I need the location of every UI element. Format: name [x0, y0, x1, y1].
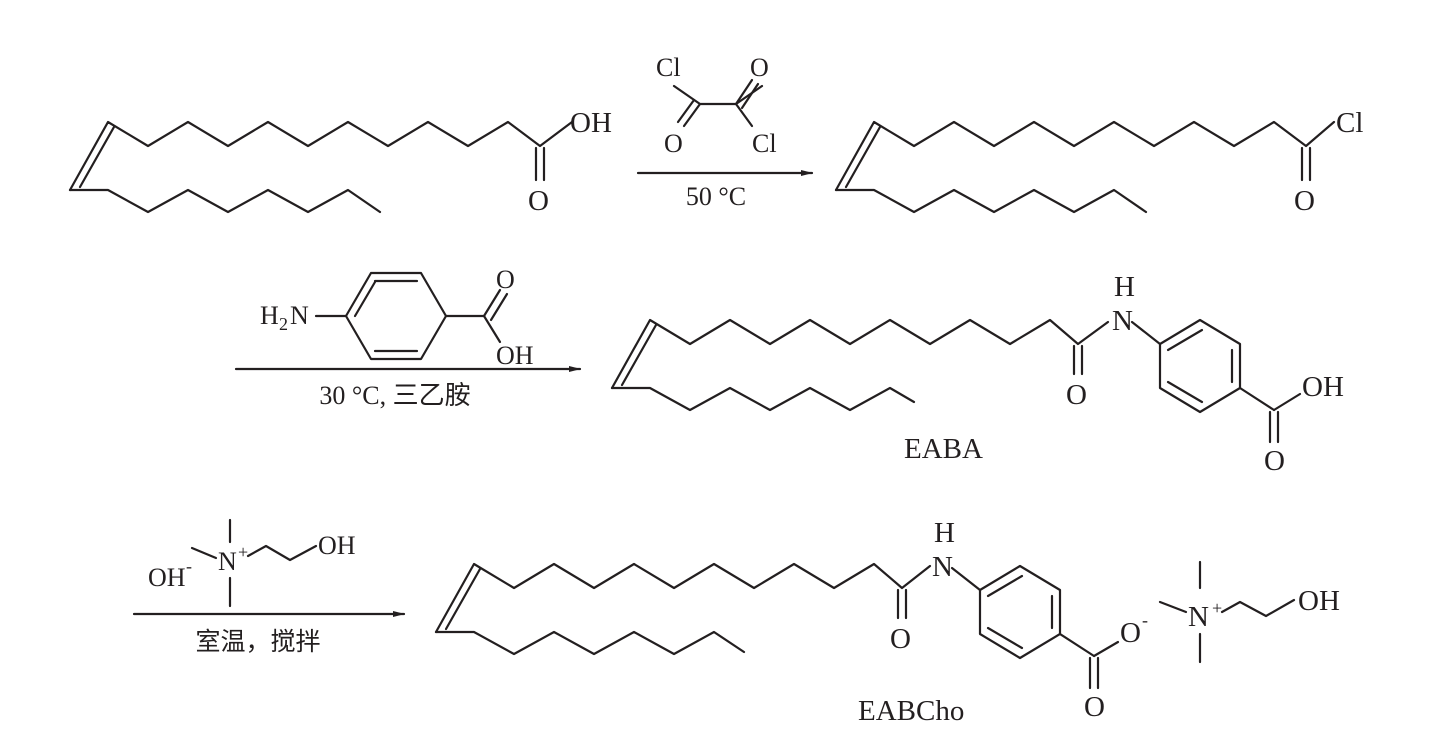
erucic-acid-oh-label: OH: [570, 107, 612, 139]
eaba-upper-chain: [610, 318, 1110, 390]
aminobenzoic-acid-ring: [344, 271, 448, 361]
eaba-cis-double-bond: [620, 323, 658, 387]
eabcho-c-o-bond: [1092, 640, 1120, 658]
choline-hydroxide-n-label: N: [218, 547, 237, 576]
eabcho-amide-o-label: O: [890, 623, 911, 655]
oxalyl-chloride-carbonyl: [682, 102, 702, 128]
aminobenzoic-acid-n-label: N: [290, 301, 309, 330]
eabcho-carboxylate-charge: -: [1142, 610, 1148, 630]
step3-condition: 室温，搅拌: [195, 627, 320, 656]
eabcho-cation-ethanol-chain: [1220, 598, 1296, 618]
eaba-compound-label: EABA: [904, 433, 983, 465]
aminobenzoic-acid-structure: H 2 N O OH: [260, 265, 534, 370]
eabcho-cation-oh-label: OH: [1298, 585, 1340, 617]
eaba-structure: O H N OH O EABA: [610, 271, 1344, 477]
eaba-nh-h-label: H: [1114, 271, 1135, 303]
erucic-acid-structure: OH O: [68, 107, 612, 217]
oxalyl-chloride-o-label: O: [750, 53, 769, 82]
eabcho-aryl-carboxyl-bond: [1058, 632, 1096, 658]
eaba-amide-o-label: O: [1066, 379, 1087, 411]
eaba-acid-o-label: O: [1264, 445, 1285, 477]
eabcho-ring-double-bond: [986, 626, 1024, 650]
eabcho-benzene-ring: [978, 564, 1062, 660]
oxalyl-chloride-carbonyl: [676, 98, 696, 124]
oxalyl-chloride-backbone: [672, 84, 764, 106]
eaba-ring-double-bond: [1166, 380, 1204, 404]
eaba-aryl-carboxyl-bond: [1238, 386, 1276, 412]
erucic-acid-upper-chain: [68, 120, 574, 192]
choline-hydroxide-methyl-bond: [190, 546, 218, 560]
erucoyl-chloride-cl-label: Cl: [1336, 107, 1363, 139]
choline-hydroxide-anion-label: OH: [148, 563, 186, 592]
choline-hydroxide-structure: OH - N + OH: [148, 518, 356, 608]
erucoyl-chloride-cis-double-bond: [844, 125, 882, 189]
oxalyl-chloride-structure: Cl O O Cl: [656, 53, 777, 158]
eabcho-cation-n-label: N: [1188, 601, 1209, 633]
eabcho-structure: O H N O - O EABCho N + OH: [434, 517, 1340, 727]
eabcho-lower-chain: [434, 630, 746, 656]
eaba-c-oh-bond: [1272, 392, 1302, 412]
eabcho-upper-chain: [434, 562, 932, 634]
step2-condition: 30 °C, 三乙胺: [319, 381, 470, 410]
oxalyl-chloride-bond: [734, 102, 754, 128]
erucic-acid-o-label: O: [528, 185, 549, 217]
step1-condition: 50 °C: [686, 182, 746, 211]
aminobenzoic-acid-oh-label: OH: [496, 341, 534, 370]
eaba-ring-double-bond: [1166, 328, 1204, 352]
choline-hydroxide-ethanol-chain: [246, 544, 318, 562]
eabcho-cation-methyl-bond: [1158, 600, 1188, 614]
eabcho-ring-double-bond: [986, 574, 1024, 598]
eaba-nh-n-label: N: [1112, 305, 1133, 337]
eaba-lower-chain: [610, 386, 916, 412]
eabcho-compound-label: EABCho: [858, 695, 964, 727]
eabcho-carboxylate-o-label: O: [1084, 691, 1105, 723]
eabcho-nh-n-label: N: [932, 551, 953, 583]
oxalyl-chloride-carbonyl: [740, 82, 760, 110]
aminobenzoic-acid-subscript: 2: [279, 314, 288, 334]
aminobenzoic-acid-c-oh-bond: [482, 314, 502, 344]
aminobenzoic-acid-carbonyl: [489, 292, 509, 322]
aminobenzoic-acid-o-label: O: [496, 265, 515, 294]
erucic-acid-lower-chain: [68, 188, 382, 214]
erucoyl-chloride-o-label: O: [1294, 185, 1315, 217]
eaba-acid-oh-label: OH: [1302, 371, 1344, 403]
erucic-acid-cis-double-bond: [78, 125, 116, 189]
eabcho-cation-charge: +: [1212, 598, 1222, 618]
choline-hydroxide-anion-charge: -: [186, 556, 192, 576]
choline-hydroxide-n-charge: +: [238, 542, 248, 562]
eabcho-cis-double-bond: [444, 567, 482, 631]
aminobenzoic-acid-ring-double-bond: [353, 280, 377, 318]
oxalyl-chloride-cl-label: Cl: [656, 53, 681, 82]
erucoyl-chloride-lower-chain: [834, 188, 1148, 214]
erucoyl-chloride-upper-chain: [834, 120, 1336, 192]
eaba-benzene-ring: [1158, 318, 1242, 414]
oxalyl-chloride-o-label: O: [664, 129, 683, 158]
choline-hydroxide-oh-label: OH: [318, 531, 356, 560]
erucoyl-chloride-structure: Cl O: [834, 107, 1363, 217]
aminobenzoic-acid-h-label: H: [260, 301, 279, 330]
oxalyl-chloride-cl-label: Cl: [752, 129, 777, 158]
eaba-n-aryl-bond: [1130, 320, 1162, 346]
eabcho-nh-h-label: H: [934, 517, 955, 549]
aminobenzoic-acid-carbonyl: [482, 288, 502, 318]
oxalyl-chloride-carbonyl: [734, 78, 754, 106]
eabcho-n-aryl-bond: [950, 566, 982, 592]
eabcho-carboxylate-o-label: O: [1120, 617, 1141, 649]
